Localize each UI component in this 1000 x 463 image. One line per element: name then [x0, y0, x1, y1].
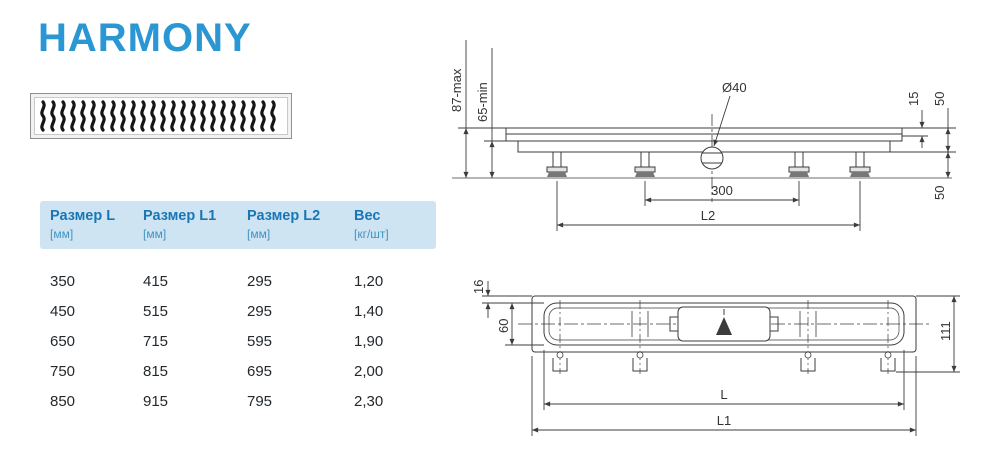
leg	[546, 151, 568, 177]
dim-label-diameter: Ø40	[722, 80, 747, 95]
table-cell: 1,90	[354, 332, 384, 350]
side-view-labels: 87-max 65-min Ø40 15 50 50 300 L2	[449, 68, 947, 223]
header-label: Размер L2	[247, 208, 321, 224]
table-cell: 650	[50, 332, 76, 350]
header-unit: [мм]	[50, 227, 74, 241]
technical-drawings: 87-max 65-min Ø40 15 50 50 300 L2	[449, 40, 960, 436]
table-cell: 415	[143, 272, 169, 290]
top-view-labels: 16 60 111 L L1	[471, 280, 953, 428]
mounting-clip	[800, 351, 816, 372]
table-cell: 450	[50, 302, 76, 320]
table-cell: 695	[247, 362, 273, 380]
header-label: Вес	[354, 208, 381, 224]
table-cell: 850	[50, 392, 76, 410]
table-cell: 815	[143, 362, 169, 380]
table-header-size-l2: Размер L2 [мм]	[237, 208, 344, 241]
table-cell: 595	[247, 332, 273, 350]
table-row: 450 515 295 1,40	[40, 296, 436, 326]
table-cell: 915	[143, 392, 169, 410]
table-body: 350 415 295 1,20 450 515 295 1,40 650 71…	[40, 266, 436, 416]
table-header-size-l1: Размер L1 [мм]	[133, 208, 237, 241]
dim-label-87max: 87-max	[449, 68, 464, 112]
dim-label-l1: L1	[717, 413, 731, 428]
table-cell: 295	[247, 302, 273, 320]
header-unit: [мм]	[143, 227, 167, 241]
table-header-weight: Вес [кг/шт]	[344, 208, 436, 241]
spec-table: Размер L [мм] Размер L1 [мм] Размер L2 […	[40, 201, 436, 416]
top-view-drawing	[518, 295, 932, 374]
table-cell: 1,40	[354, 302, 384, 320]
side-view-drawing	[452, 114, 952, 202]
dim-label-16: 16	[471, 280, 486, 294]
dim-label-60: 60	[496, 319, 511, 333]
table-cell: 295	[247, 272, 273, 290]
table-row: 850 915 795 2,30	[40, 386, 436, 416]
grate-image	[30, 93, 292, 139]
side-view-dimensions	[458, 40, 956, 231]
table-cell: 350	[50, 272, 76, 290]
header-unit: [кг/шт]	[354, 227, 389, 241]
leg	[849, 151, 871, 177]
header-unit: [мм]	[247, 227, 271, 241]
dim-label-50-lower: 50	[932, 186, 947, 200]
flow-triangle	[716, 317, 732, 335]
dim-label-50-upper: 50	[932, 92, 947, 106]
top-view-dimensions	[482, 281, 960, 436]
dim-label-l: L	[720, 387, 727, 402]
table-row: 650 715 595 1,90	[40, 326, 436, 356]
header-label: Размер L1	[143, 208, 217, 224]
table-cell: 715	[143, 332, 169, 350]
leg	[634, 151, 656, 177]
dim-label-111: 111	[938, 321, 953, 341]
mounting-clip	[632, 351, 648, 372]
table-row: 350 415 295 1,20	[40, 266, 436, 296]
table-cell: 750	[50, 362, 76, 380]
table-cell: 515	[143, 302, 169, 320]
table-header-size-l: Размер L [мм]	[40, 208, 133, 241]
table-header-row: Размер L [мм] Размер L1 [мм] Размер L2 […	[40, 201, 436, 249]
table-row: 750 815 695 2,00	[40, 356, 436, 386]
table-cell: 2,00	[354, 362, 384, 380]
outlet-fitting	[669, 306, 779, 342]
dim-label-300: 300	[711, 183, 733, 198]
dim-label-65min: 65-min	[475, 82, 490, 122]
table-cell: 2,30	[354, 392, 384, 410]
mounting-clip	[880, 351, 896, 372]
table-cell: 1,20	[354, 272, 384, 290]
dim-label-15: 15	[906, 92, 921, 106]
header-label: Размер L	[50, 208, 116, 224]
outlet-circle	[700, 146, 724, 170]
leg	[788, 151, 810, 177]
dim-label-l2: L2	[701, 208, 715, 223]
mounting-clip	[552, 351, 568, 372]
table-cell: 795	[247, 392, 273, 410]
page-title: HARMONY	[38, 16, 252, 60]
